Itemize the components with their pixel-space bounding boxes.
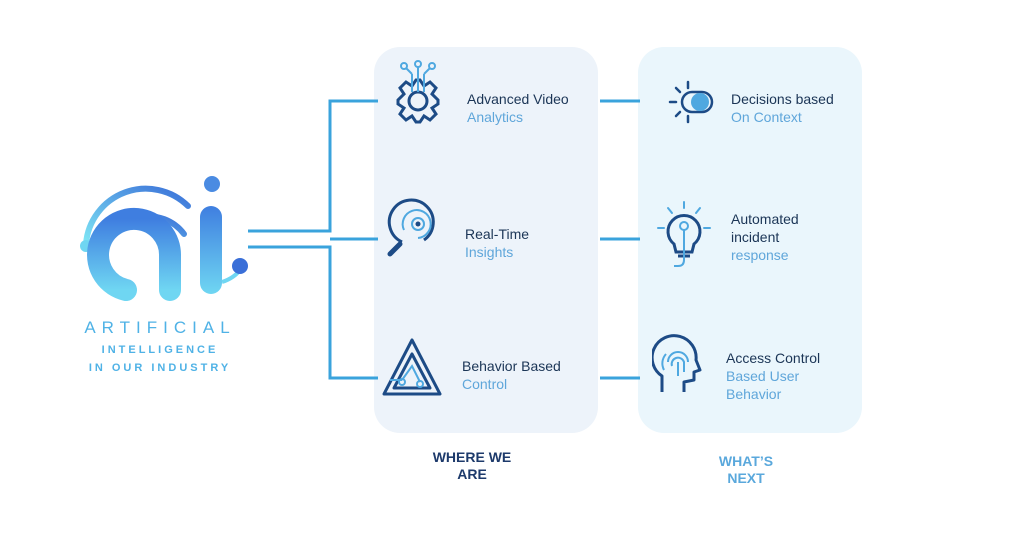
connector-bottom [248, 245, 378, 380]
where-item-2-text: Real-Time Insights [465, 225, 529, 261]
next-item-1-line2: On Context [731, 109, 802, 125]
where-item-1-text: Advanced Video Analytics [467, 90, 569, 126]
next-item-2-text: Automated incident response [731, 210, 799, 264]
where-item-1-line2: Analytics [467, 109, 524, 125]
next-item-1-line1: Decisions based [731, 91, 834, 107]
ai-subtitle-line2: IN OUR INDUSTRY [88, 362, 232, 374]
next-item-3-line2: Based User [726, 368, 800, 384]
lightbulb-circuit-icon [657, 201, 711, 267]
next-item-2-line3: response [731, 247, 789, 263]
where-item-1-line1: Advanced Video [467, 91, 569, 107]
head-fingerprint-icon [652, 334, 702, 392]
next-item-1-text: Decisions based On Context [731, 90, 834, 126]
next-item-3-text: Access Control Based User Behavior [726, 349, 820, 403]
next-item-3-line3: Behavior [726, 386, 782, 402]
ai-subtitle-line1: INTELLIGENCE [101, 344, 219, 356]
magnifier-radar-icon [387, 198, 435, 257]
whats-next-label-line1: WHAT’S [718, 453, 774, 469]
next-item-2-line2: incident [731, 229, 780, 245]
next-item-2-line1: Automated [731, 211, 799, 227]
triangle-circuit-icon [382, 338, 442, 396]
where-item-3-text: Behavior Based Control [462, 357, 561, 393]
next-item-3-line1: Access Control [726, 350, 821, 366]
where-item-2-line2: Insights [465, 244, 514, 260]
where-item-2-line1: Real-Time [465, 226, 530, 242]
ai-title: ARTIFICIAL [84, 318, 236, 337]
where-we-are-label-line1: WHERE WE [432, 449, 512, 465]
where-we-are-label: WHERE WE ARE [412, 449, 532, 483]
where-item-3-line2: Control [462, 376, 508, 392]
ai-logo-icon [80, 176, 248, 301]
gear-circuit-icon [396, 60, 440, 124]
whats-next-label-line2: NEXT [727, 470, 765, 486]
sun-toggle-icon [668, 80, 714, 124]
where-item-3-line1: Behavior Based [462, 358, 561, 374]
whats-next-label: WHAT’S NEXT [686, 453, 806, 487]
where-we-are-label-line2: ARE [457, 466, 487, 482]
where-we-are-panel [374, 47, 598, 433]
whats-next-panel [638, 47, 862, 433]
connector-top [248, 99, 378, 233]
